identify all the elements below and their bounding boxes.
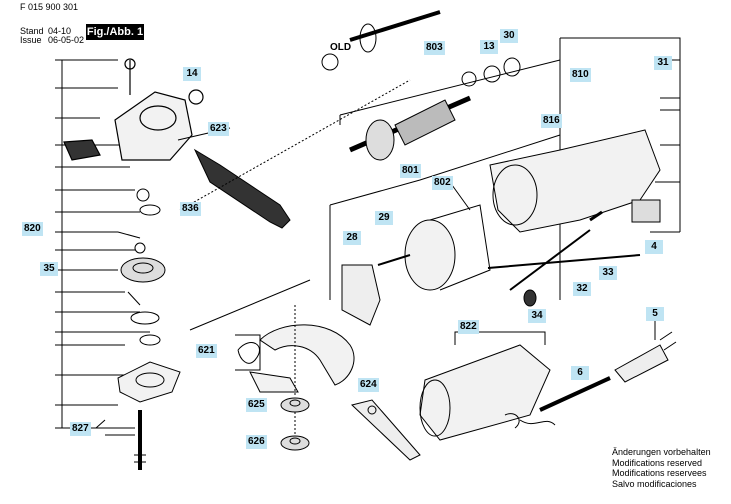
part-label-6: 6 <box>571 366 589 380</box>
plug-5 <box>614 344 669 383</box>
part-label-816: 816 <box>541 114 562 128</box>
part-label-810: 810 <box>570 68 591 82</box>
part-label-623: 623 <box>208 122 229 136</box>
wheel-guard <box>259 324 355 386</box>
part-label-30: 30 <box>500 29 518 43</box>
bevel-gear-35 <box>120 257 166 283</box>
part-label-802: 802 <box>432 176 453 190</box>
figure-label: Fig./Abb. 1 <box>86 24 144 40</box>
part-label-35: 35 <box>40 262 58 276</box>
part-label-621: 621 <box>196 344 217 358</box>
old-label: OLD <box>330 42 352 53</box>
issue-value: 06-05-02 <box>48 35 85 45</box>
part-label-13: 13 <box>480 40 498 54</box>
part-label-820: 820 <box>22 222 43 236</box>
part-label-624: 624 <box>358 378 379 392</box>
part-label-5: 5 <box>646 307 664 321</box>
note-line-fr: Modifications reservees <box>612 468 707 478</box>
issue-label: Issue <box>20 35 42 45</box>
cord-6 <box>539 376 611 412</box>
doc-number: F 015 900 301 <box>20 2 79 12</box>
baffle-28 <box>341 264 381 326</box>
note-line-de: Änderungen vorbehalten <box>612 447 711 457</box>
modifications-notes: Änderungen vorbehalten Modifications res… <box>612 447 711 489</box>
bearing-flange <box>117 361 181 403</box>
stand-label: Stand <box>20 26 44 36</box>
part-label-625: 625 <box>246 398 267 412</box>
stand-value: 04-10 <box>48 26 72 36</box>
note-line-en: Modifications reserved <box>612 457 703 468</box>
part-label-34: 34 <box>528 309 546 323</box>
armature-main <box>349 95 471 161</box>
stator-802 <box>404 204 491 291</box>
rear-housing-822 <box>419 344 551 441</box>
spanner-624 <box>350 399 421 461</box>
armature-old <box>321 10 441 71</box>
part-label-14: 14 <box>183 67 201 81</box>
part-label-803: 803 <box>424 41 445 55</box>
part-label-32: 32 <box>573 282 591 296</box>
part-label-4: 4 <box>645 240 663 254</box>
part-label-801: 801 <box>400 164 421 178</box>
part-label-626: 626 <box>246 435 267 449</box>
bracket-621 <box>189 279 311 371</box>
part-label-836: 836 <box>180 202 201 216</box>
part-label-827: 827 <box>70 422 91 436</box>
part-label-31: 31 <box>654 56 672 70</box>
side-handle-623 <box>193 148 291 229</box>
note-line-es: Salvo modificaciones <box>612 478 697 489</box>
gear-housing <box>63 58 204 161</box>
part-label-28: 28 <box>343 231 361 245</box>
part-label-33: 33 <box>599 266 617 280</box>
part-label-29: 29 <box>375 211 393 225</box>
part-label-822: 822 <box>458 320 479 334</box>
